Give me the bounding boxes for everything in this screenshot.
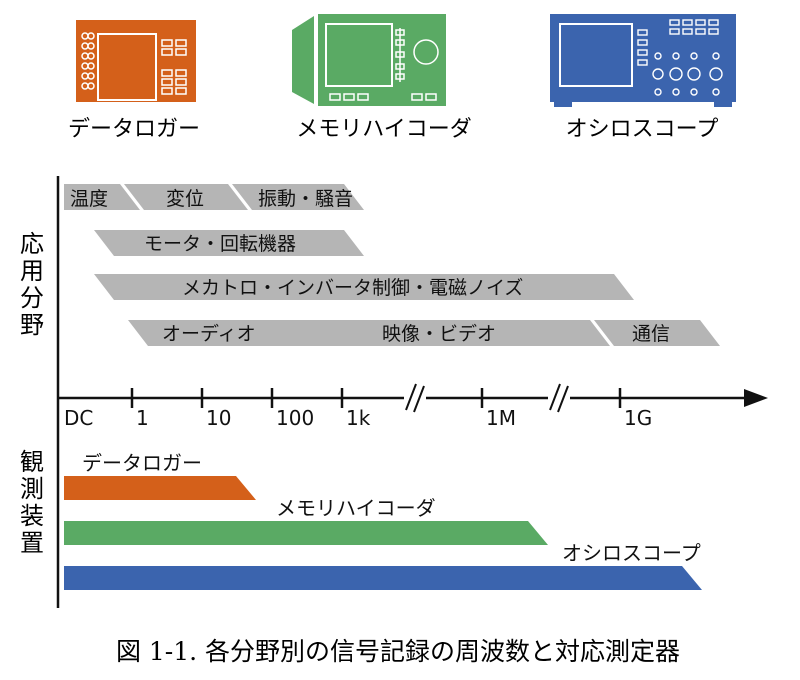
tick-label-1G: 1G [624,406,652,430]
datalogger-illustration [76,20,196,102]
bar-label-datalogger: データロガー [82,451,202,475]
band-label-communication: 通信 [632,323,670,345]
band-temperature [64,184,140,210]
oscilloscope-illustration [550,14,736,107]
band-communication [594,320,720,346]
bar-datalogger [64,476,256,500]
band-motor [94,230,364,256]
svg-text:応: 応 [20,230,44,258]
device-label-oscilloscope: オシロスコープ [566,117,719,142]
svg-text:用: 用 [20,257,44,285]
svg-text:測: 測 [20,475,44,503]
bar-oscilloscope [64,566,702,590]
svg-text:装: 装 [20,502,44,530]
figure-caption: 図 1-1. 各分野別の信号記録の周波数と対応測定器 [116,637,680,666]
device-label-datalogger: データロガー [68,117,200,142]
svg-text:分: 分 [20,284,44,312]
svg-text:野: 野 [20,311,44,339]
tick-label-dc: DC [64,406,93,430]
tick-label-10: 10 [206,406,231,430]
bar-label-memory-hicorder: メモリハイコーダ [276,496,436,520]
svg-text:観: 観 [20,448,44,476]
svg-text:置: 置 [20,529,44,557]
band-vibration-noise [232,184,364,210]
band-mechatronics [94,274,634,300]
axis-break-2 [548,383,570,413]
device-label-memory-hicorder: メモリハイコーダ [296,117,472,142]
axis-break-1 [404,383,426,413]
band-label-motor: モータ・回転機器 [144,233,296,255]
application-axis-label: 応 用 分 野 [20,230,44,339]
band-label-mechatronics: メカトロ・インバータ制御・電磁ノイズ [182,277,523,299]
tick-label-1M: 1M [486,406,516,430]
band-audio-video [128,320,610,346]
frequency-axis-arrow [744,389,768,407]
tick-label-100: 100 [276,406,314,430]
band-label-displacement: 変位 [166,188,204,210]
tick-label-1: 1 [136,406,149,430]
bar-label-oscilloscope: オシロスコープ [562,541,701,565]
band-label-temperature: 温度 [70,188,108,210]
band-displacement [124,184,248,210]
band-label-video: 映像・ビデオ [382,323,496,345]
bar-memory-hicorder [64,521,548,545]
memory-hicorder-illustration [292,14,446,106]
tick-label-1k: 1k [346,406,371,430]
band-label-vibration-noise: 振動・騒音 [258,188,353,210]
band-label-audio: オーディオ [162,323,256,345]
measurement-axis-label: 観 測 装 置 [20,448,44,557]
